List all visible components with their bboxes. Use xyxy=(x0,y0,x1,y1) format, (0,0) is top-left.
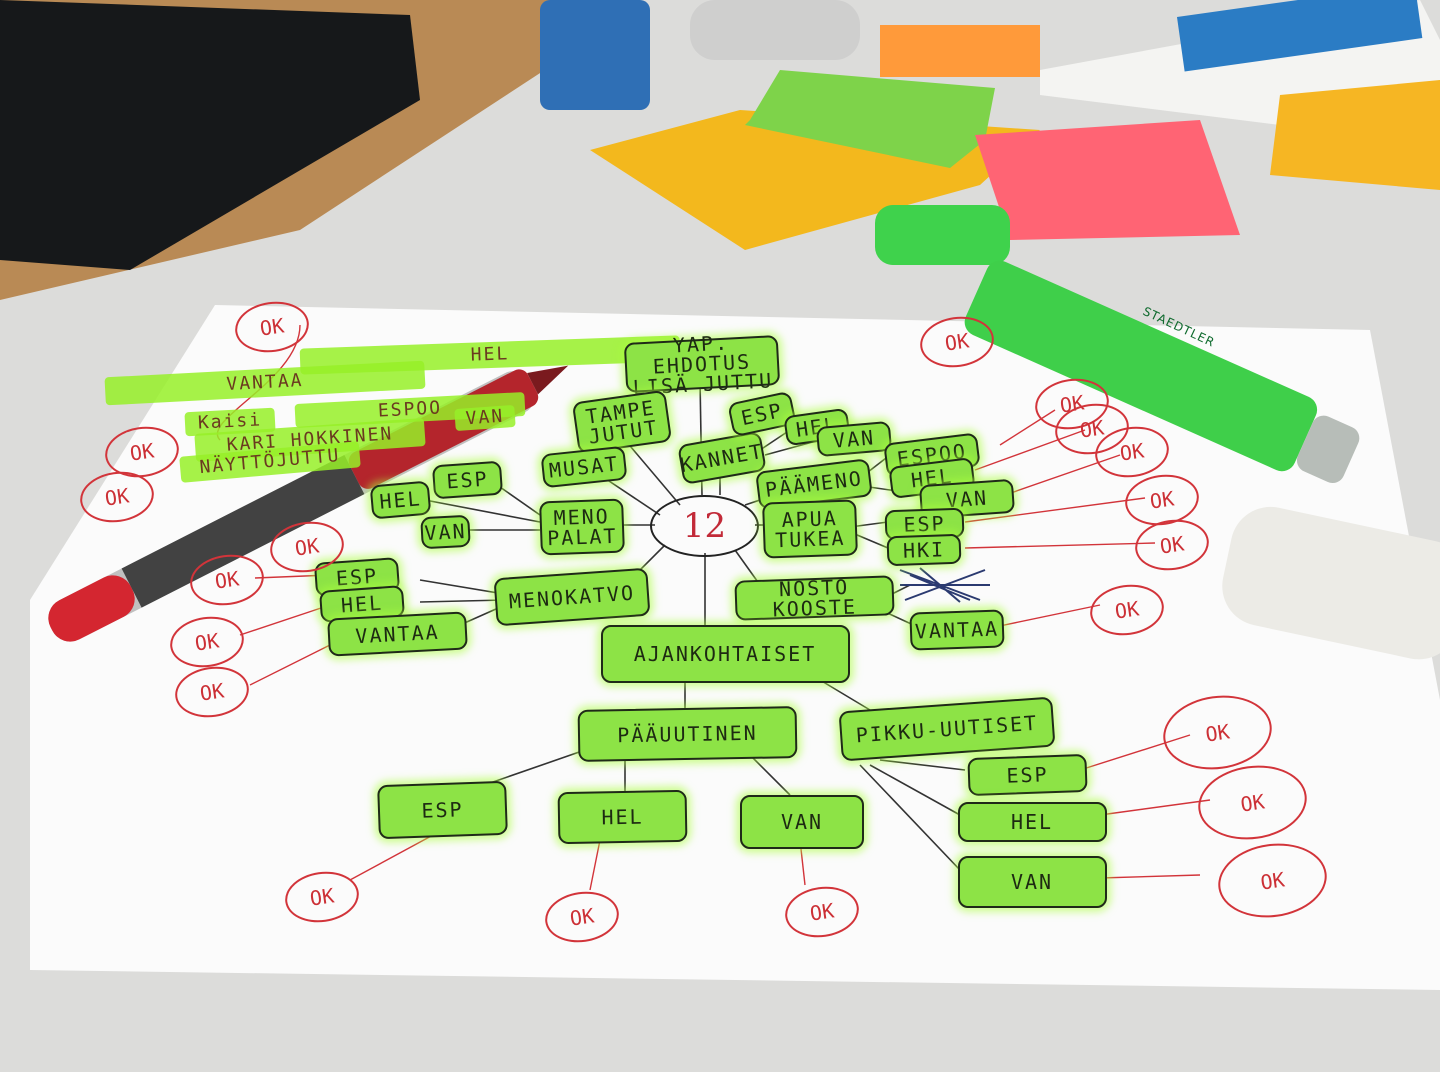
white-eraser xyxy=(1222,506,1440,660)
mind-map-node: ESP xyxy=(966,753,1088,797)
mind-map-node: ESP xyxy=(431,460,503,500)
mind-map-center-node: 12 xyxy=(650,495,759,557)
mind-map-node: NOSTO KOOSTE xyxy=(733,575,895,621)
blue-cup xyxy=(540,0,650,110)
mind-map-node: VAN xyxy=(419,514,471,550)
green-sticky-pad xyxy=(745,70,995,168)
yellow-sticky-note-right xyxy=(1270,80,1440,190)
mind-map-node: AJANKOHTAISET xyxy=(600,625,850,683)
orange-sticky-note xyxy=(880,25,1040,77)
glass-jar xyxy=(690,0,860,60)
scribbled-out-box xyxy=(899,567,990,603)
eraser-body xyxy=(1222,506,1440,660)
mind-map-node: VANTAA xyxy=(326,611,468,657)
mind-map-node: HEL xyxy=(957,802,1107,842)
pen-tip xyxy=(527,365,569,395)
red-ok-lines xyxy=(216,324,1211,891)
mind-map-node: VAN xyxy=(815,420,893,458)
mind-map-node: ESP xyxy=(376,780,508,840)
mind-map-node: HKI xyxy=(886,533,962,567)
mind-map-node: HEL xyxy=(369,480,431,520)
highlighter-cap xyxy=(875,205,1010,265)
pen-chevron-band xyxy=(121,454,365,608)
mind-map-node: MENO PALAT xyxy=(539,498,625,556)
mind-map-node: APUA TUKEA xyxy=(762,499,858,559)
blue-document xyxy=(1176,0,1423,72)
mind-map-node: VAN xyxy=(454,404,516,432)
highlighter-end xyxy=(1296,415,1360,484)
mind-map-node: YAP. EHDOTUS LISÄ JUTTU xyxy=(623,331,781,400)
green-highlighter xyxy=(964,260,1360,484)
pink-sticky-pad xyxy=(975,120,1240,240)
mind-map-node: VANTAA xyxy=(909,609,1005,651)
black-notebook xyxy=(0,0,420,270)
mind-map-node: HEL xyxy=(557,789,687,845)
mind-map-node: VAN xyxy=(957,856,1107,908)
mind-map-node: PÄÄUUTINEN xyxy=(577,706,797,762)
mind-map-node: VAN xyxy=(740,795,864,849)
highlighter-body xyxy=(964,260,1318,472)
connector-lines xyxy=(419,379,966,871)
pen-end-cap xyxy=(48,575,135,642)
